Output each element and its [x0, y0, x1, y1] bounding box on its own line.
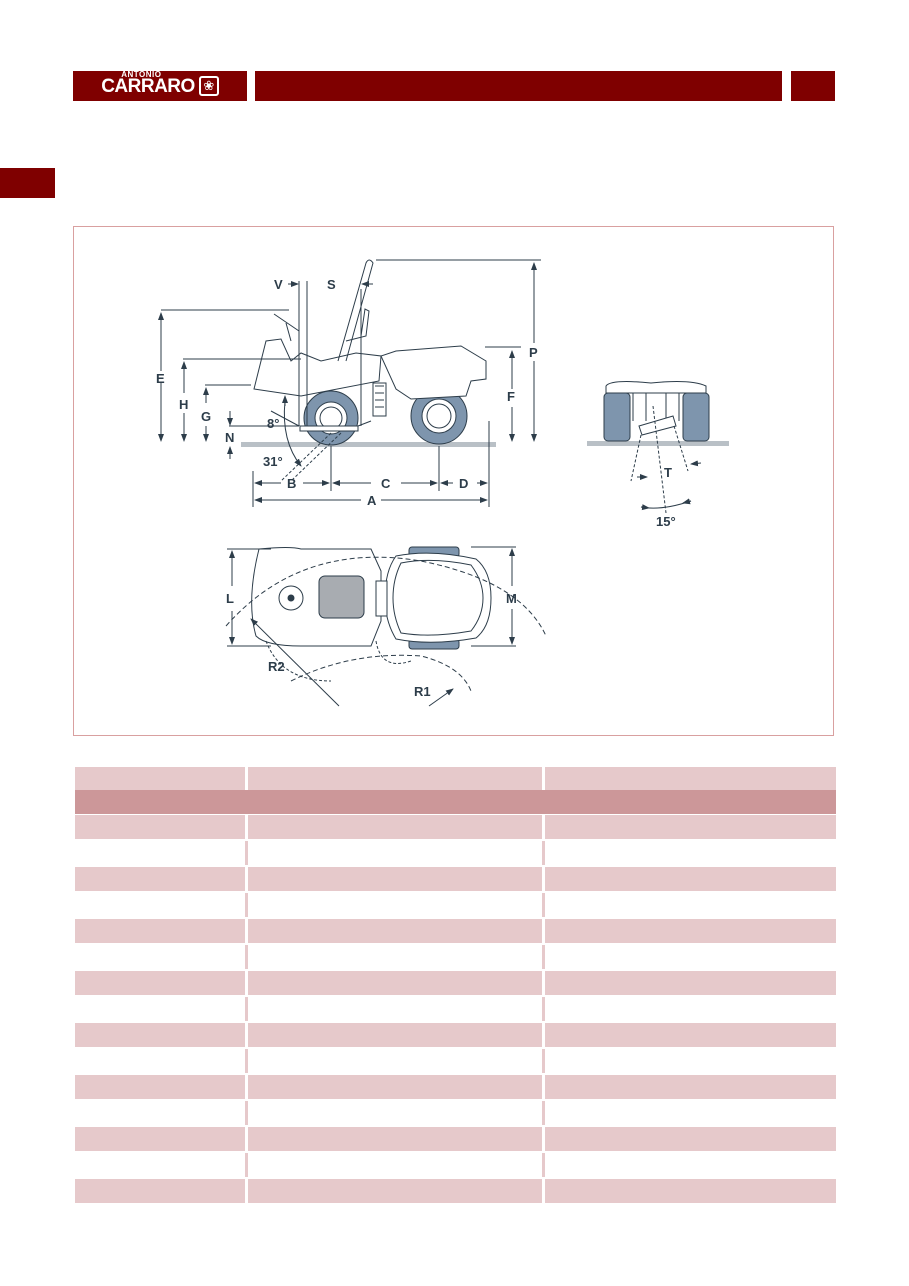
- header-title-bar: [255, 71, 782, 101]
- table-row: [75, 945, 836, 969]
- dim-label-l: L: [226, 591, 234, 606]
- table-cell: [245, 1153, 542, 1177]
- dim-label-p: P: [529, 345, 538, 360]
- table-cell: [75, 1075, 245, 1099]
- table-row: [75, 1023, 836, 1047]
- table-cell: [542, 945, 836, 969]
- table-cell: [75, 1101, 245, 1125]
- dim-label-s: S: [327, 277, 336, 292]
- dim-label-f: F: [507, 389, 515, 404]
- table-row: [75, 1049, 836, 1073]
- table-cell: [75, 1127, 245, 1151]
- table-cell: [245, 1049, 542, 1073]
- table-cell: [75, 919, 245, 943]
- table-cell: [248, 867, 542, 891]
- table-cell: [248, 815, 542, 839]
- table-cell: [245, 841, 542, 865]
- table-cell: [545, 919, 836, 943]
- table-cell: [542, 841, 836, 865]
- dim-label-b: B: [287, 476, 296, 491]
- table-header-cell: [545, 767, 836, 791]
- table-cell: [248, 1127, 542, 1151]
- dim-label-g: G: [201, 409, 211, 424]
- table-header-cell: [75, 767, 245, 791]
- table-cell: [248, 971, 542, 995]
- table-row: [75, 1153, 836, 1177]
- dim-label-m: M: [506, 591, 517, 606]
- angle-label-8: 8°: [267, 416, 279, 431]
- table-cell: [248, 1179, 542, 1203]
- table-section-cell: [75, 790, 248, 814]
- table-cell: [75, 841, 245, 865]
- table-row: [75, 893, 836, 917]
- dim-label-h: H: [179, 397, 188, 412]
- table-row: [75, 1075, 836, 1099]
- table-cell: [545, 1127, 836, 1151]
- brand-main-text: CARRARO: [101, 75, 195, 97]
- table-cell: [245, 945, 542, 969]
- table-cell: [545, 1075, 836, 1099]
- table-cell: [75, 997, 245, 1021]
- table-cell: [542, 893, 836, 917]
- table-cell: [75, 1049, 245, 1073]
- table-row: [75, 1179, 836, 1203]
- dim-label-c: C: [381, 476, 391, 491]
- table-cell: [248, 1075, 542, 1099]
- table-cell: [75, 1023, 245, 1047]
- dimension-diagram: V S E H G N P F B C D A 8° 31° T 15° L M…: [73, 226, 834, 736]
- table-header-row: [75, 767, 836, 791]
- table-cell: [75, 971, 245, 995]
- table-cell: [545, 1023, 836, 1047]
- dim-label-v: V: [274, 277, 283, 292]
- table-cell: [545, 867, 836, 891]
- table-cell: [245, 997, 542, 1021]
- dim-label-a: A: [367, 493, 377, 508]
- table-cell: [545, 971, 836, 995]
- table-row: [75, 997, 836, 1021]
- table-cell: [248, 1023, 542, 1047]
- table-cell: [75, 1153, 245, 1177]
- dim-label-e: E: [156, 371, 165, 386]
- angle-label-31: 31°: [263, 454, 283, 469]
- table-cell: [75, 867, 245, 891]
- table-cell: [75, 815, 245, 839]
- brand-logo: ANTONIO CARRARO ❀: [73, 69, 247, 101]
- table-cell: [542, 1153, 836, 1177]
- angle-label-15: 15°: [656, 514, 676, 529]
- table-row: [75, 971, 836, 995]
- table-row: [75, 919, 836, 943]
- dimension-diagram-graphic: V S E H G N P F B C D A 8° 31° T 15° L M…: [156, 259, 729, 707]
- dim-label-d: D: [459, 476, 468, 491]
- dim-label-r1: R1: [414, 684, 431, 699]
- brand-top-text: ANTONIO: [121, 69, 162, 79]
- table-row: [75, 815, 836, 839]
- dim-label-n: N: [225, 430, 234, 445]
- table-cell: [75, 945, 245, 969]
- emblem-icon: ❀: [198, 76, 219, 96]
- table-row: [75, 841, 836, 865]
- header-page-number-box: [791, 71, 835, 101]
- table-header-cell: [248, 767, 542, 791]
- table-cell: [75, 1179, 245, 1203]
- table-cell: [245, 893, 542, 917]
- table-cell: [545, 815, 836, 839]
- dim-label-r2: R2: [268, 659, 285, 674]
- table-row: [75, 867, 836, 891]
- table-cell: [545, 1179, 836, 1203]
- table-cell: [542, 1101, 836, 1125]
- table-cell: [75, 893, 245, 917]
- table-row: [75, 1127, 836, 1151]
- table-cell: [245, 1101, 542, 1125]
- table-row: [75, 1101, 836, 1125]
- dim-label-t: T: [664, 465, 672, 480]
- table-section-row: [75, 790, 836, 814]
- section-tab-marker: [0, 168, 55, 198]
- table-cell: [542, 997, 836, 1021]
- table-cell: [542, 1049, 836, 1073]
- table-section-cell: [248, 790, 836, 814]
- table-cell: [248, 919, 542, 943]
